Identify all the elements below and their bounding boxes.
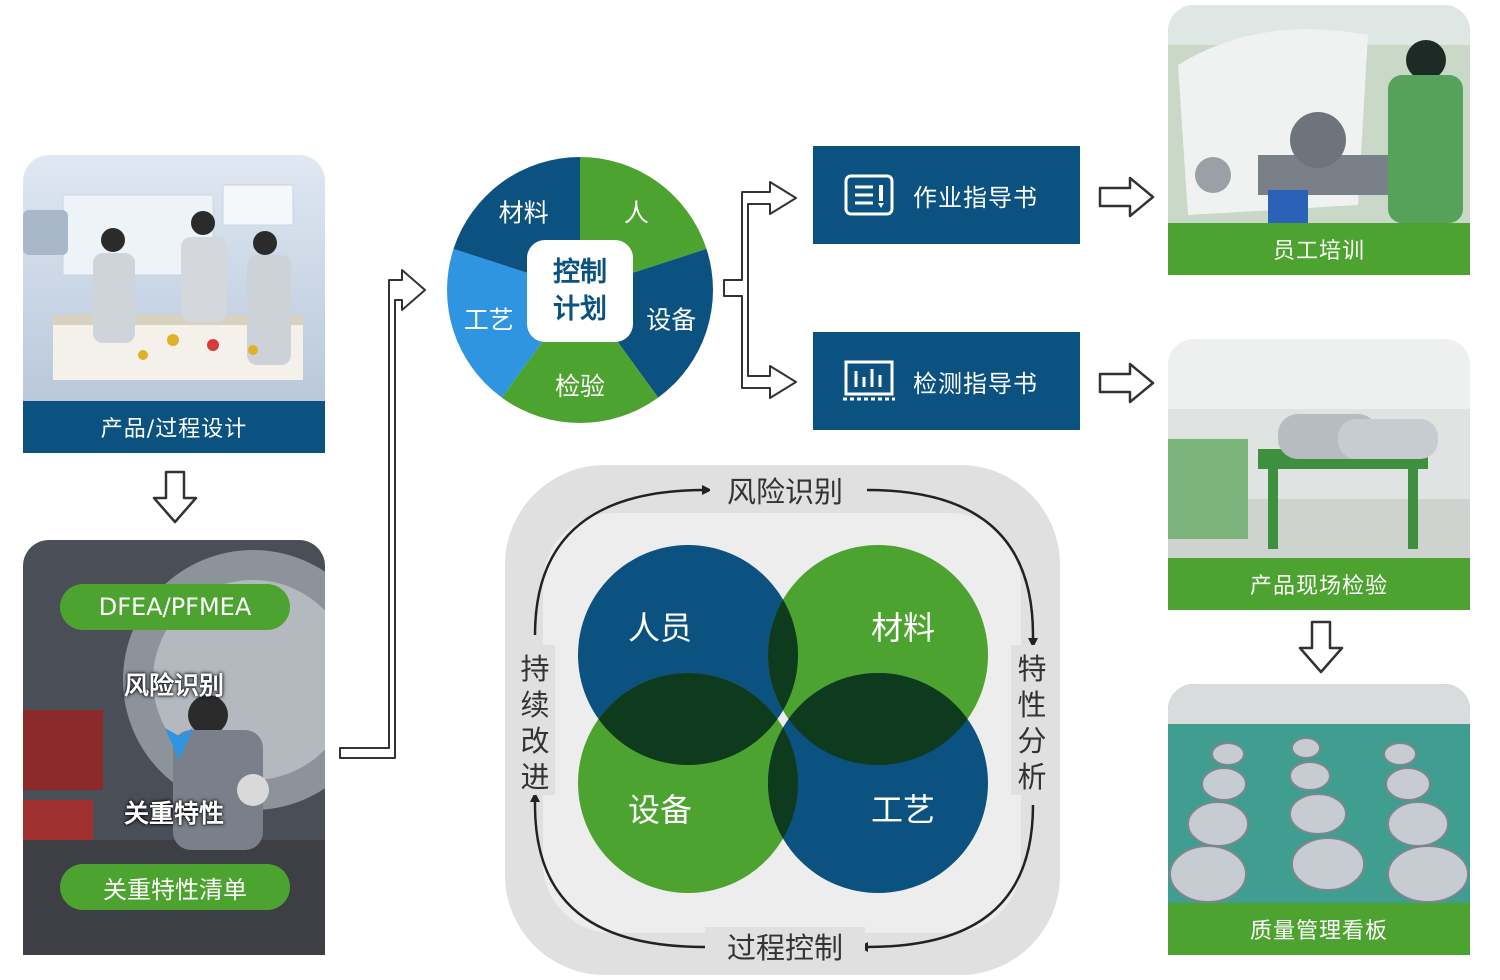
pie-center-line2: 计划: [553, 294, 607, 325]
field-inspection-photo: [1168, 339, 1470, 558]
arrow-top-left: [533, 485, 712, 636]
pie-segment-label: 设备: [646, 306, 696, 335]
right-arrow-to-field-inspection: [1098, 362, 1155, 404]
key-characteristics-label: 关重特性: [123, 799, 224, 828]
pie-segment-label: 人: [624, 198, 649, 227]
down-arrow-right: [1298, 620, 1344, 674]
cycle-label-top: 风险识别: [727, 475, 843, 509]
process-cycle-diagram: 风险识别 过程控制 持续改进 特性分析 人员 材料 设备 工艺: [505, 465, 1060, 975]
pie-center-box: [527, 240, 633, 342]
down-arrow-left: [152, 470, 198, 524]
circle-label-equipment: 设备: [628, 791, 692, 829]
training-photo: [1168, 5, 1470, 223]
work-instruction-label: 作业指导书: [913, 183, 1038, 212]
risk-card: DFEA/PFMEA 风险识别 关重特性 关重特性清单: [23, 540, 325, 955]
pie-center-line1: 控制: [553, 257, 607, 288]
connector-to-control-plan: [339, 269, 426, 759]
inspection-instruction-box: 检测指导书: [813, 332, 1080, 430]
pie-segment-label: 工艺: [464, 306, 514, 335]
right-arrow-to-training: [1098, 176, 1155, 218]
field-inspection-card: 产品现场检验: [1168, 339, 1470, 610]
quality-board-card: 质量管理看板: [1168, 684, 1470, 955]
pie-segment-label: 材料: [499, 198, 549, 227]
blue-down-triangle-icon: [165, 728, 193, 760]
cycle-label-right: 特性分析: [1017, 652, 1046, 794]
quality-board-photo: [1168, 684, 1470, 903]
training-card: 员工培训: [1168, 5, 1470, 275]
arrow-bottom-left: [530, 792, 706, 949]
cycle-label-left: 持续改进: [520, 652, 549, 794]
design-photo: [23, 155, 325, 401]
dfea-pfmea-pill: DFEA/PFMEA: [60, 584, 290, 630]
risk-identification-label: 风险识别: [123, 671, 224, 700]
field-inspection-caption: 产品现场检验: [1168, 558, 1470, 610]
circle-label-people: 人员: [628, 609, 692, 647]
pie-segment-label: 检验: [555, 372, 605, 401]
circle-overlaps: [578, 545, 988, 893]
pie-segment: [501, 290, 659, 423]
quality-board-caption: 质量管理看板: [1168, 903, 1470, 955]
split-connector: [723, 181, 797, 399]
inspection-instruction-label: 检测指导书: [913, 369, 1038, 398]
circle-label-material: 材料: [871, 609, 935, 647]
circle-label-process: 工艺: [871, 791, 935, 829]
arrow-top-right: [866, 488, 1038, 648]
key-characteristics-list-pill: 关重特性清单: [60, 864, 290, 910]
document-list-icon: [844, 174, 894, 216]
four-circles: [578, 545, 988, 893]
training-caption: 员工培训: [1168, 223, 1470, 275]
bar-chart-icon: [843, 360, 895, 401]
cycle-label-bottom: 过程控制: [727, 931, 843, 965]
work-instruction-box: 作业指导书: [813, 146, 1080, 244]
arrow-bottom-right: [858, 804, 1035, 952]
design-card: 产品/过程设计: [23, 155, 325, 453]
design-caption: 产品/过程设计: [23, 401, 325, 453]
